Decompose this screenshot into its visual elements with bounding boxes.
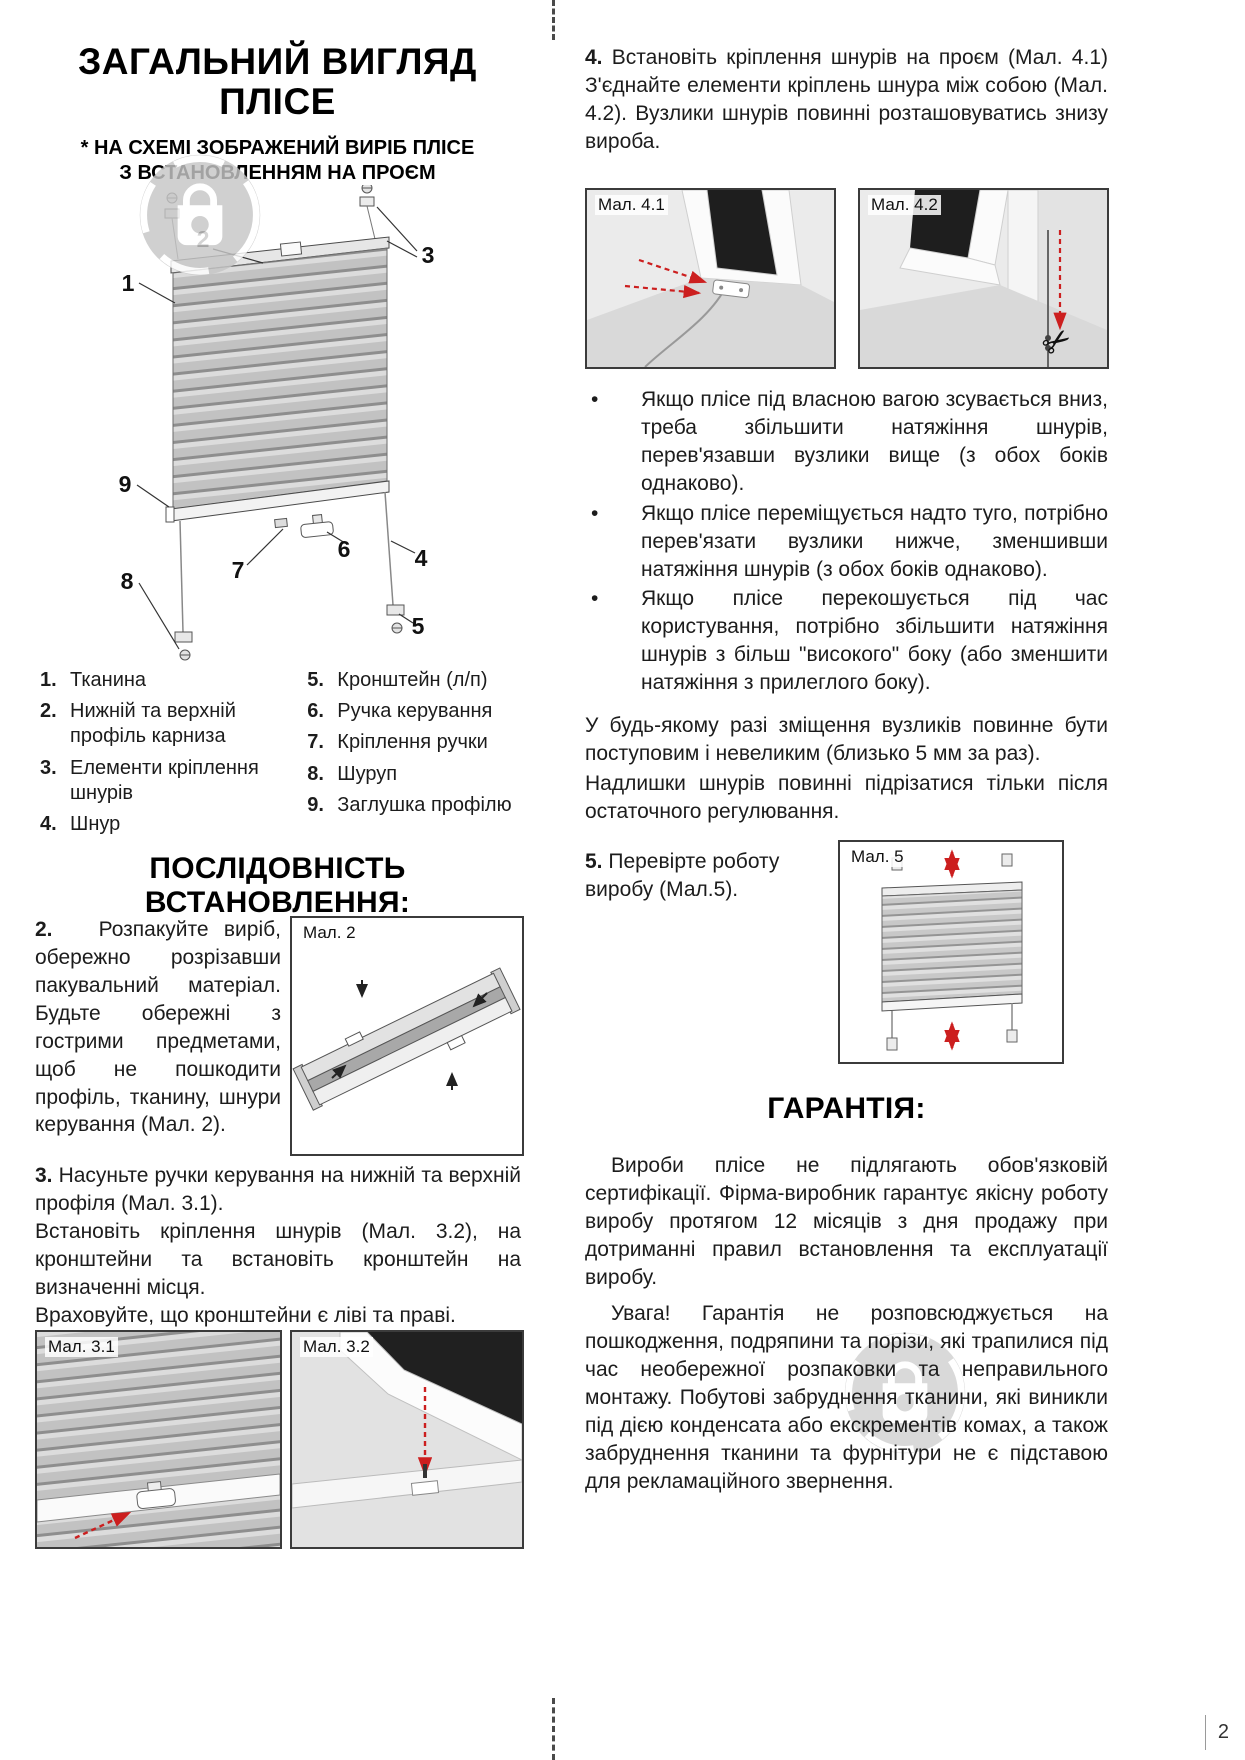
parts-legend: 1.Тканина 2.Нижній та верхній профіль ка… (40, 668, 520, 843)
step4-text: 4. Встановіть кріплення шнурів на проєм … (585, 46, 1108, 153)
figure-3-2: Мал. 3.2 (290, 1330, 524, 1549)
figure-4-2-label: Мал. 4.2 (868, 195, 941, 215)
legend-column-1: 1.Тканина 2.Нижній та верхній профіль ка… (40, 668, 289, 843)
figure-2-label: Мал. 2 (300, 923, 359, 943)
handle-install-illustration (37, 1332, 280, 1547)
figure-3-1: Мал. 3.1 (35, 1330, 282, 1549)
scheme-note: * НА СХЕМІ ЗОБРАЖЕНИЙ ВИРІБ ПЛІСЕ З ВСТА… (35, 136, 520, 186)
screw-icon (423, 1464, 427, 1478)
legend-item: 8.Шуруп (307, 762, 398, 785)
warranty-paragraph-1: Вироби плісе не підлягають обов'язковій … (585, 1154, 1108, 1289)
legend-item: 9.Заглушка профілю (307, 793, 512, 816)
callout-2: 2 (197, 226, 210, 252)
legend-column-2: 5.Кронштейн (л/п) 6.Ручка керування 7.Кр… (307, 668, 520, 843)
scheme-note-line2: З ВСТАНОВЛЕННЯМ НА ПРОЄМ (119, 162, 436, 184)
callout-1: 1 (122, 270, 135, 296)
screw-icon (391, 622, 403, 634)
adjustment-note-1: У будь-якому разі зміщення вузликів пови… (585, 714, 1108, 765)
figure-4-1-label: Мал. 4.1 (595, 195, 668, 215)
step2-text: 2. Розпакуйте виріб, обережно розрізавши… (35, 918, 281, 1137)
legend-item: 1.Тканина (40, 669, 147, 691)
screw-icon (179, 649, 191, 661)
pleated-fabric (172, 247, 388, 510)
page-title-line2: ПЛІСЕ (219, 80, 336, 122)
fold-mark-top (552, 0, 555, 40)
tip-item: Якщо плісе переміщується надто туго, пот… (585, 500, 1108, 584)
legend-item: 3.Елементи кріплення шнурів (40, 756, 259, 804)
cord-trim-illustration: ✂ (860, 190, 1107, 367)
step3-text: 3. Насуньте ручки керування на нижній та… (35, 1164, 521, 1327)
legend-item: 4.Шнур (40, 812, 121, 835)
callout-3: 3 (422, 242, 435, 268)
legend-item: 2.Нижній та верхній профіль карниза (40, 700, 236, 748)
step5-number: 5. (585, 850, 603, 873)
figure-4-1: Мал. 4.1 (585, 188, 836, 369)
adjustment-tips: Якщо плісе під власною вагою зсувається … (585, 386, 1108, 699)
callout-8: 8 (121, 568, 134, 594)
screw-icon (166, 185, 373, 204)
callout-4: 4 (415, 545, 428, 571)
figure-3-2-label: Мал. 3.2 (300, 1337, 373, 1357)
callout-6: 6 (338, 536, 351, 562)
tip-item: Якщо плісе перекошується під час користу… (585, 585, 1108, 697)
warranty-heading: ГАРАНТІЯ: (767, 1092, 926, 1125)
operation-check-illustration (881, 849, 1023, 1051)
page-title: ЗАГАЛЬНИЙ ВИГЛЯД ПЛІСЕ (35, 42, 520, 122)
step3-number: 3. (35, 1164, 53, 1187)
legend-item: 7.Кріплення ручки (307, 731, 488, 754)
legend-item: 5.Кронштейн (л/п) (307, 669, 488, 691)
fold-mark-bottom (552, 1698, 555, 1760)
cord-lock-install-illustration (292, 1332, 522, 1547)
step5-text: 5. Перевірте роботу виробу (Мал.5). (585, 850, 780, 901)
figure-3-1-label: Мал. 3.1 (45, 1337, 118, 1357)
page-number: 2 (1204, 1715, 1237, 1750)
legend-item: 6.Ручка керування (307, 700, 493, 723)
packed-profile-illustration (292, 967, 521, 1111)
install-sequence-heading: ПОСЛІДОВНІСТЬ ВСТАНОВЛЕННЯ: (144, 852, 411, 919)
warranty-paragraph-2: Увага! Гарантія не розповсюджується на п… (585, 1302, 1108, 1493)
figure-5: Мал. 5 (838, 840, 1064, 1064)
tip-item: Якщо плісе під власною вагою зсувається … (585, 386, 1108, 498)
callout-9: 9 (119, 471, 132, 497)
step4-number: 4. (585, 46, 603, 69)
callout-5: 5 (412, 613, 425, 639)
step2-number: 2. (35, 918, 53, 941)
adjustment-note-2: Надлишки шнурів повинні підрізатися тіль… (585, 772, 1108, 823)
scheme-note-line1: * НА СХЕМІ ЗОБРАЖЕНИЙ ВИРІБ ПЛІСЕ (80, 137, 475, 159)
callout-7: 7 (232, 557, 245, 583)
blind-diagram: 1 2 3 4 5 6 7 8 9 (119, 185, 435, 661)
figure-5-label: Мал. 5 (848, 847, 907, 867)
page-title-line1: ЗАГАЛЬНИЙ ВИГЛЯД (78, 41, 477, 82)
figure-2: Мал. 2 (290, 916, 524, 1156)
cord-fix-illustration (587, 190, 834, 367)
figure-4-2: Мал. 4.2 ✂ (858, 188, 1109, 369)
